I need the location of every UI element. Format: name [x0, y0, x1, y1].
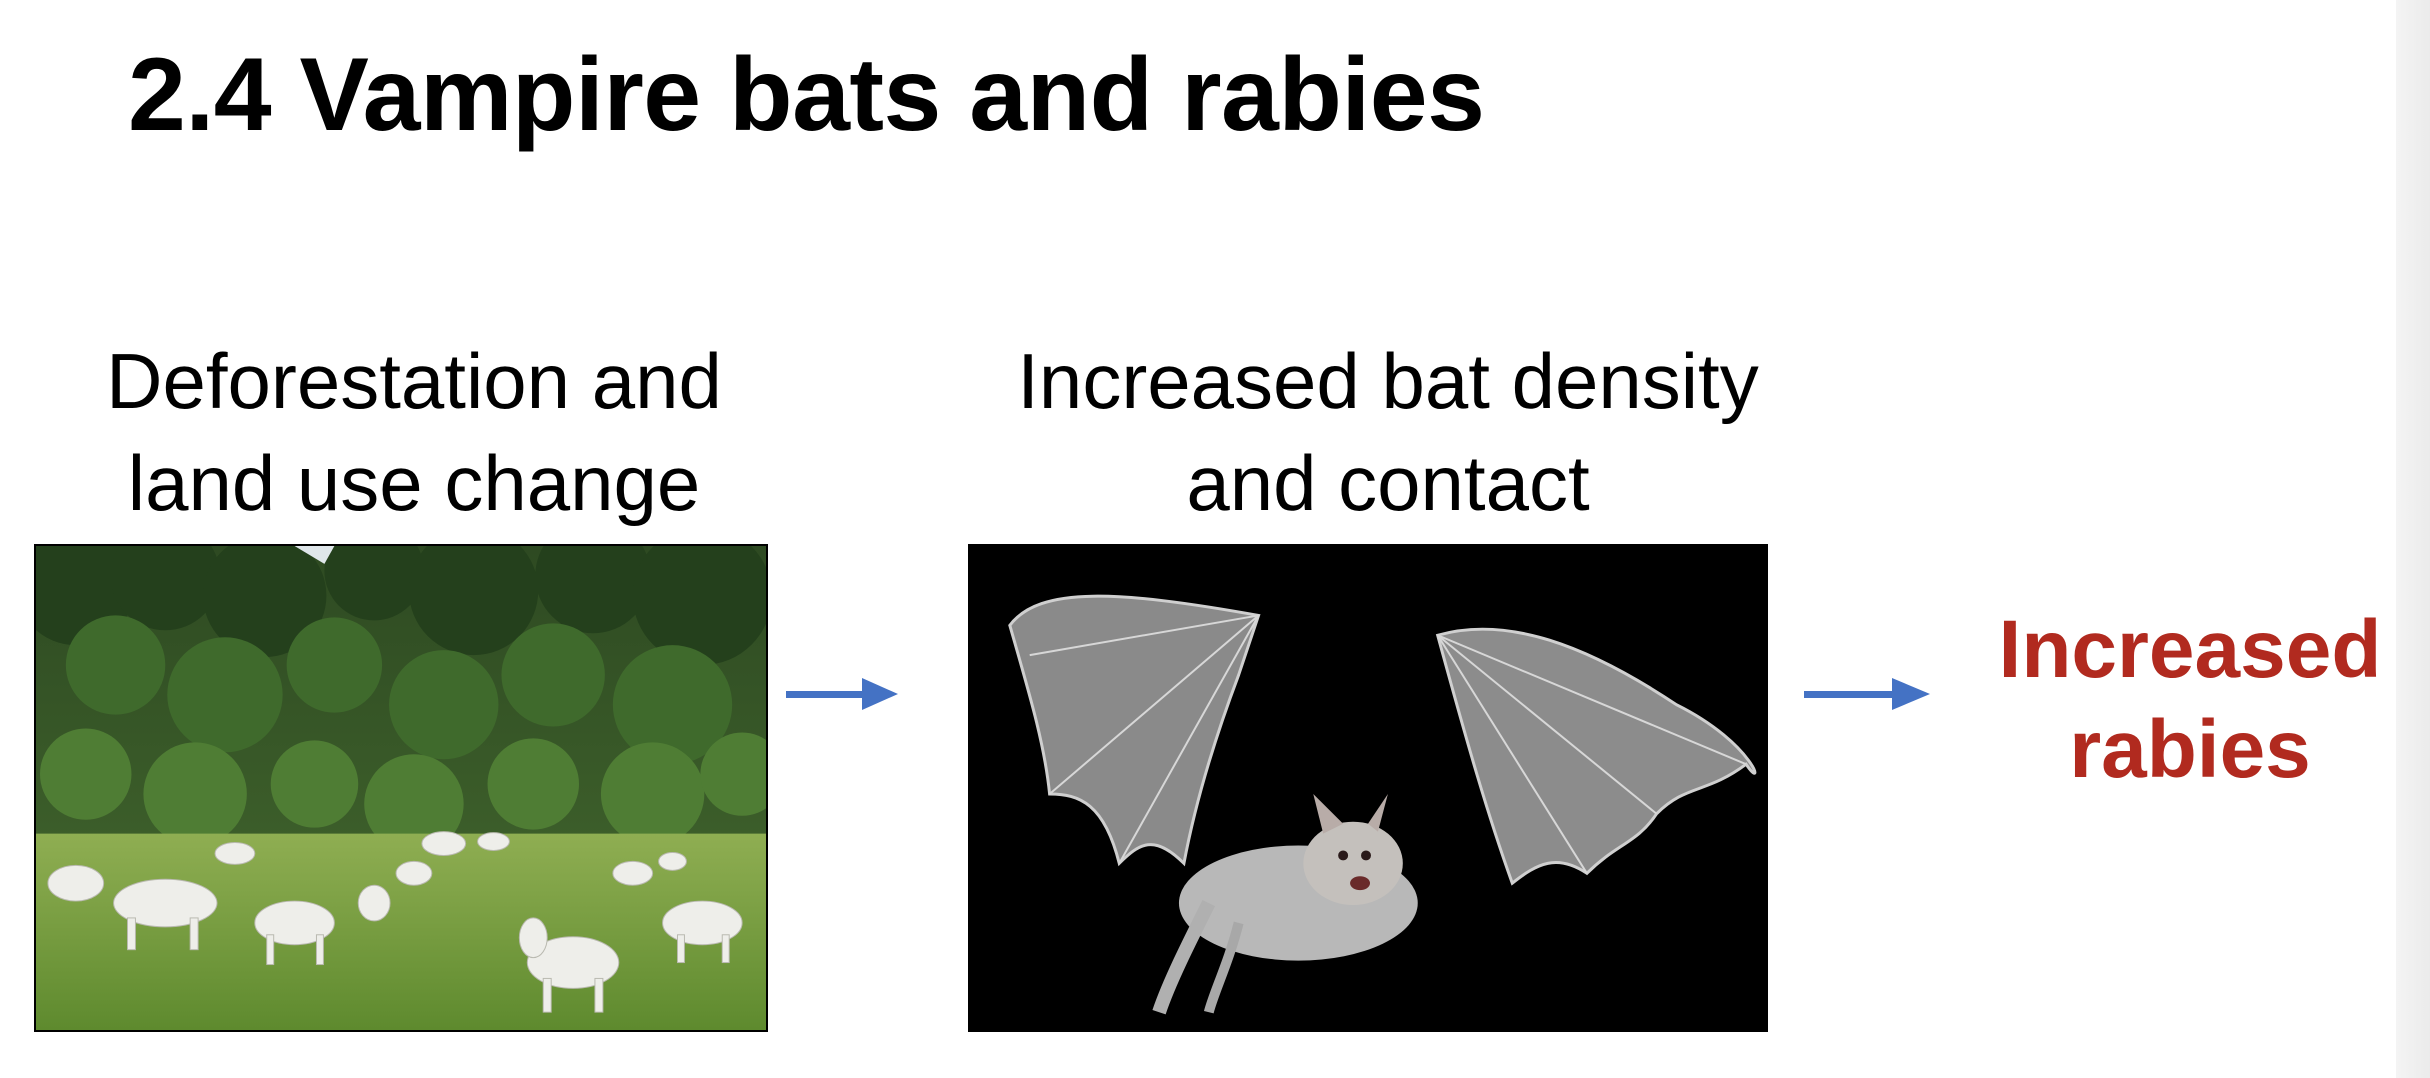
- vampire-bat-photo: [968, 544, 1768, 1032]
- right-arrow-icon: [786, 678, 898, 710]
- step2-caption-line1: Increased bat density: [1017, 337, 1759, 425]
- right-arrow-icon: [1804, 678, 1930, 710]
- outcome-line2: rabies: [2069, 704, 2311, 795]
- bat-image: [970, 546, 1766, 1030]
- deforestation-photo: [34, 544, 768, 1032]
- window-edge: [2396, 0, 2430, 1078]
- outcome-label: Increased rabies: [1960, 600, 2420, 800]
- slide-title: 2.4 Vampire bats and rabies: [128, 37, 1485, 153]
- step1-caption-line1: Deforestation and: [106, 337, 722, 425]
- step2-caption: Increased bat density and contact: [968, 330, 1808, 534]
- cattle-pasture-image: [36, 546, 766, 1030]
- step2-caption-line2: and contact: [1186, 439, 1590, 527]
- outcome-line1: Increased: [1998, 604, 2382, 695]
- step1-caption-line2: land use change: [127, 439, 701, 527]
- step1-caption: Deforestation and land use change: [34, 330, 794, 534]
